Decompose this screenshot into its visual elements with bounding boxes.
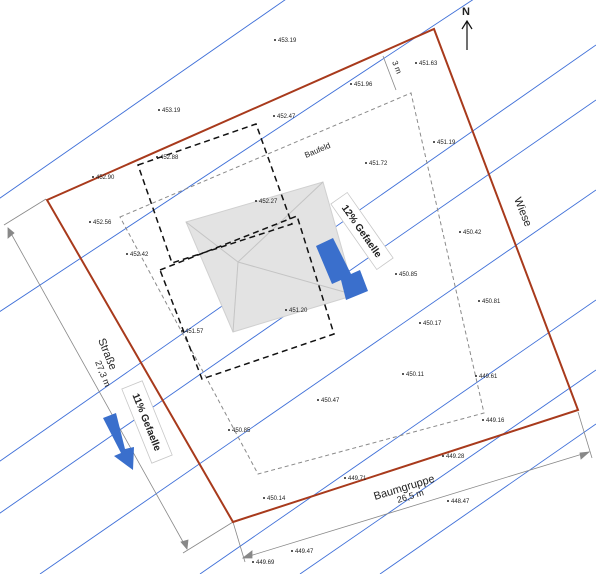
elevation-dot [415,62,417,64]
elevation-dot [156,156,158,158]
house-roof [185,181,356,333]
footprint-upper [137,123,293,264]
elevation-dot [181,330,183,332]
elevation-label: 452.47 [277,114,296,120]
elevation-label: 451.72 [369,161,388,167]
contour-line [299,369,596,574]
building-footprints [137,123,335,380]
elevation-dot [433,141,435,143]
elevation-dot [228,429,230,431]
elevation-points: 453.19 451.63 451.96 453.19 452.47 451.19 452.… [89,38,505,566]
elevation-dot [158,109,160,111]
street-slope-box [121,380,173,464]
elevation-dot [317,399,319,401]
elevation-label: 452.42 [130,252,149,258]
elevation-label: 451.20 [289,308,308,314]
house-slope-arrow [316,238,368,300]
elevation-dot [442,455,444,457]
elevation-label: 450.17 [423,321,442,327]
setback-dimension-line [382,55,397,91]
setback-label: 3 m [390,59,403,75]
dimension-lines [3,55,593,563]
baufeld-label: Baufeld [303,141,331,160]
elevation-dot [482,419,484,421]
elevation-label: 452.27 [259,199,278,205]
baumgruppe-dimension-line [242,451,590,559]
dimension-tick [577,411,593,459]
elevation-label: 449.61 [479,374,498,380]
arrow-head [180,539,189,550]
contour-line [379,423,596,574]
dimension-tick [232,521,246,563]
arrow-head [241,550,253,559]
elevation-label: 450.85 [399,272,418,278]
elevation-dot [126,253,128,255]
elevation-label: 449.47 [295,549,314,555]
elevation-dot [478,300,480,302]
elevation-label: 449.28 [446,454,465,460]
street-slope-arrow [103,413,134,470]
elevation-label: 451.63 [419,61,438,67]
house-slope-box [330,191,394,271]
elevation-dot [263,497,265,499]
elevation-dot [344,477,346,479]
elevation-label: 450.42 [463,230,482,236]
north-label: N [462,6,470,18]
elevation-label: 450.81 [482,299,501,305]
roof-ridge [232,261,239,333]
elevation-dot [402,373,404,375]
elevation-dot [92,176,94,178]
elevation-label: 450.14 [267,496,286,502]
baufeld-outline [119,92,485,475]
elevation-dot [291,550,293,552]
elevation-label: 451.57 [185,329,204,335]
house-slope-label: 12% Gefaelle [339,203,384,260]
elevation-dot [365,162,367,164]
elevation-label: 450.47 [321,398,340,404]
elevation-label: 449.69 [256,560,275,566]
arrow-head [579,451,591,460]
contour-line [0,0,286,199]
footprint-lower [159,215,335,380]
elevation-label: 448.47 [451,499,470,505]
arrow-head [7,227,15,239]
elevation-label: 450.11 [406,372,425,378]
elevation-dot [459,231,461,233]
elevation-dot [419,322,421,324]
elevation-label: 449.16 [486,418,505,424]
dimension-tick [3,198,47,226]
elevation-dot [252,561,254,563]
roof-ridge [237,261,356,296]
elevation-dot [273,115,275,117]
elevation-label: 449.71 [348,476,367,482]
elevation-dot [350,83,352,85]
elevation-label: 452.90 [96,175,115,181]
elevation-label: 453.19 [162,108,181,114]
contour-line [199,299,596,574]
elevation-label: 450.85 [232,428,251,434]
elevation-dot [255,200,257,202]
elevation-dot [285,309,287,311]
elevation-dot [475,375,477,377]
elevation-dot [395,273,397,275]
contour-line [39,189,596,574]
dimension-tick [182,521,234,554]
elevation-dot [274,39,276,41]
elevation-label: 453.19 [278,38,297,44]
north-arrow: N [461,6,473,50]
elevation-label: 452.56 [93,220,112,226]
street-dimension-line [7,227,188,550]
elevation-label: 452.88 [160,155,179,161]
wiese-label: Wiese [511,196,534,229]
elevation-dot [447,500,449,502]
contour-line [0,0,474,312]
north-arrow-head [461,19,473,30]
elevation-dot [89,221,91,223]
elevation-label: 451.19 [437,140,456,146]
elevation-label: 451.96 [354,82,373,88]
plot-boundary [45,27,580,524]
